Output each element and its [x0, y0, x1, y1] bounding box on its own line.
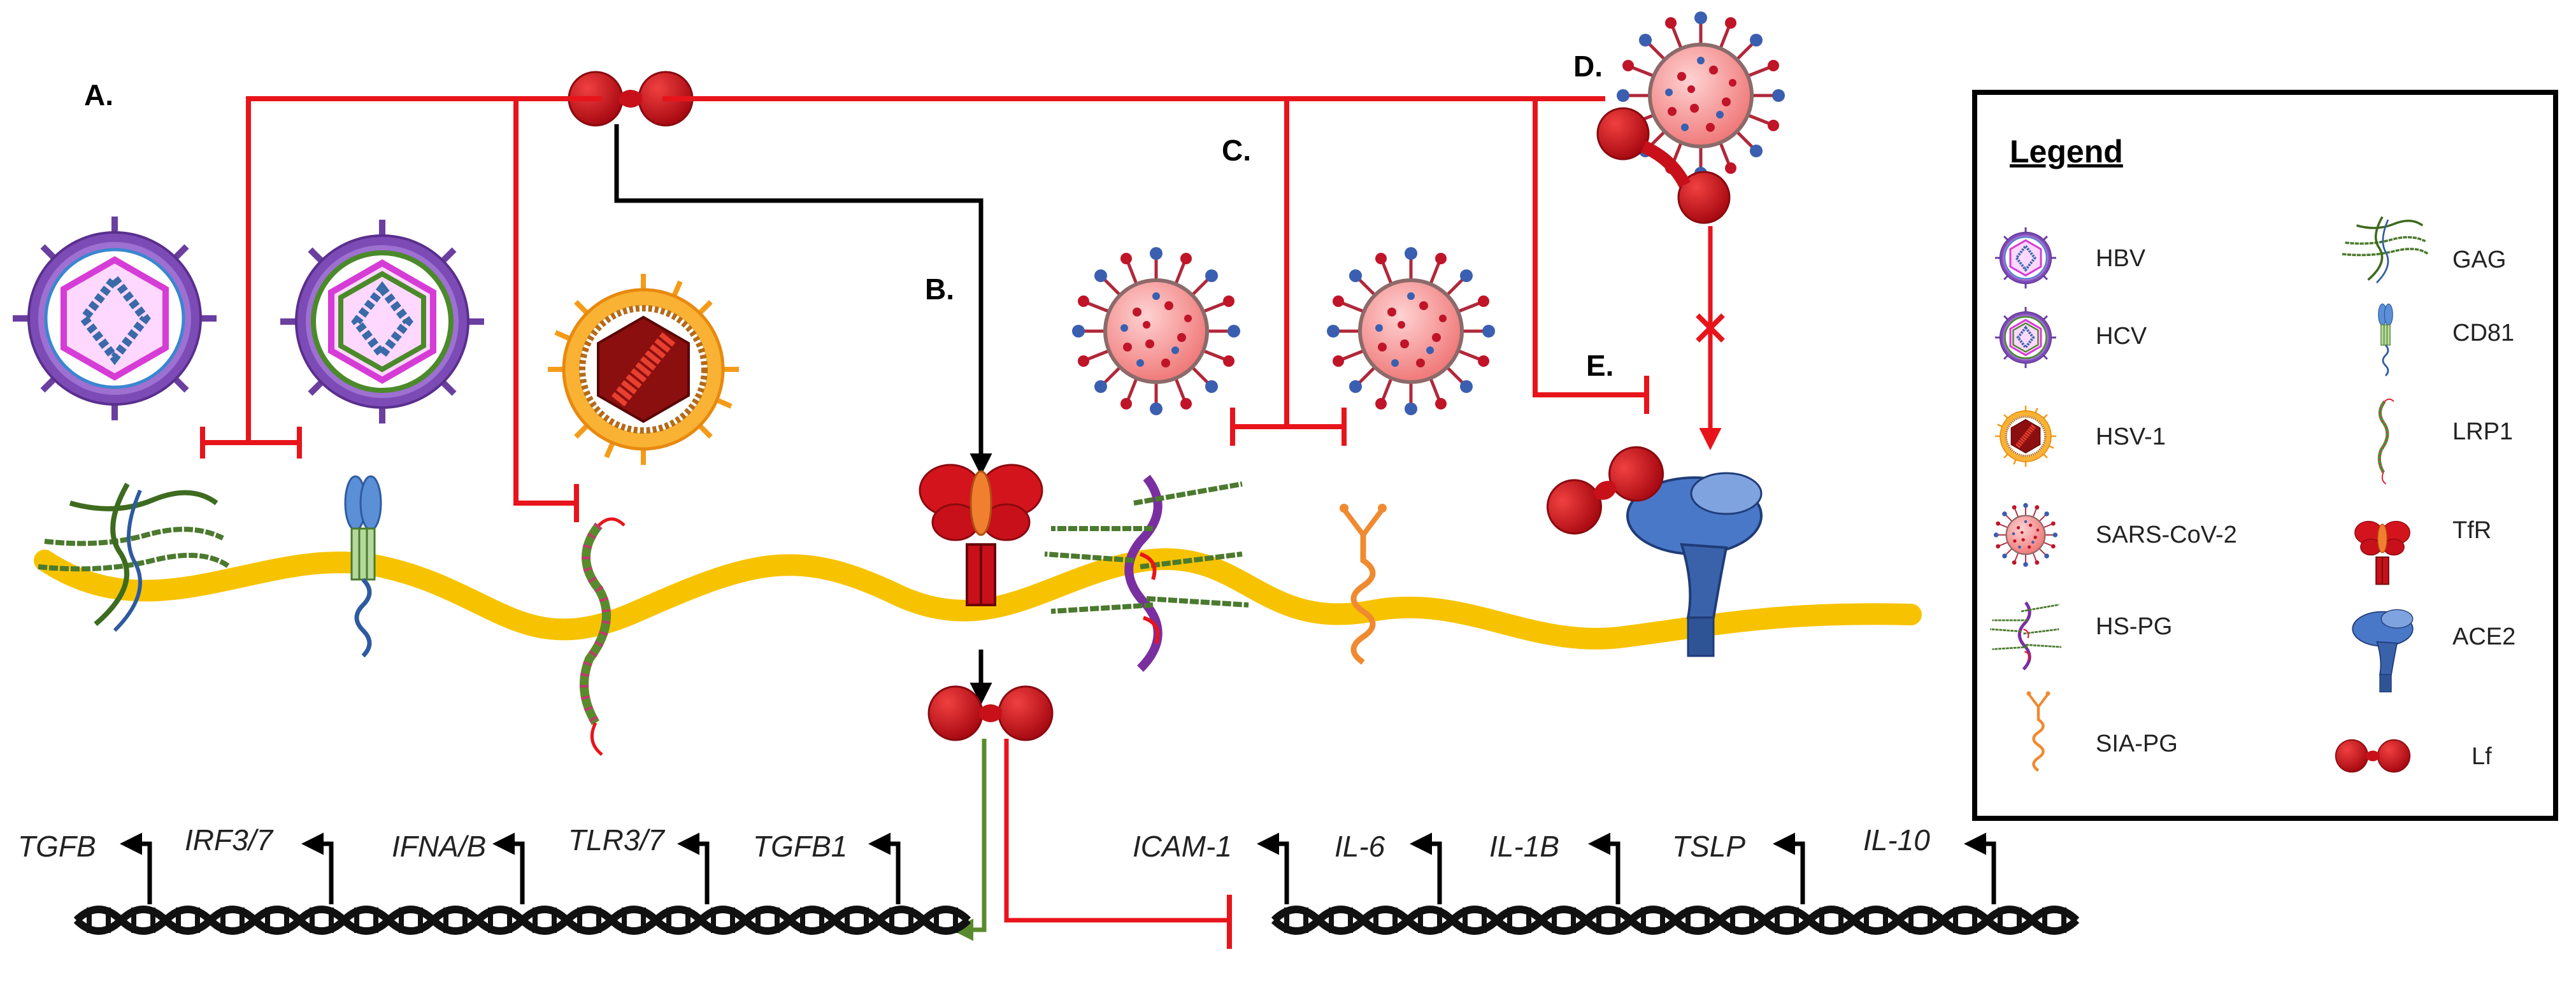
legend-label: HCV [2096, 323, 2147, 350]
sars-cov-2-icon [1327, 247, 1495, 415]
gene-label: TGFB1 [753, 830, 847, 863]
sia-pg-icon [1340, 504, 1387, 662]
sars-cov-2-icon [1617, 11, 1785, 180]
tfr-icon [919, 464, 1043, 606]
gene-label: IL-6 [1335, 830, 1385, 863]
gene-label: ICAM-1 [1133, 830, 1232, 863]
legend-label: HS-PG [2096, 613, 2172, 640]
legend-hbv-icon [1995, 227, 2056, 288]
sars-cov-2-icon [1072, 247, 1240, 415]
legend-label: TfR [2452, 517, 2491, 544]
downregulation-line [1004, 739, 1229, 923]
legend-label: HBV [2096, 245, 2146, 272]
gene-label: IL-10 [1863, 823, 1930, 857]
legend-sars-cov-2-icon [1993, 502, 2059, 568]
dna-left [76, 907, 968, 933]
panel-label-e: E. [1586, 349, 1614, 382]
gene-label: TSLP [1672, 830, 1745, 863]
legend-hsv1-icon [1995, 406, 2056, 467]
gene-arrows-right [1257, 832, 1996, 904]
legend-label: CD81 [2452, 320, 2514, 346]
hsv1-icon [548, 274, 739, 465]
gene-arrows-left [120, 832, 901, 904]
legend-label: Lf [2472, 743, 2492, 770]
gene-label: TLR3/7 [568, 823, 665, 857]
gene-label: IRF3/7 [185, 823, 273, 857]
lf-intracellular [927, 685, 1054, 741]
hcv-icon [280, 220, 484, 423]
panel-label-d: D. [1573, 50, 1603, 83]
legend-title: Legend [2010, 134, 2123, 169]
hbv-icon [13, 217, 217, 420]
gag-icon [38, 484, 229, 630]
panel-label-b: B. [925, 273, 954, 306]
legend-label: LRP1 [2452, 418, 2513, 445]
gene-label: IL-1B [1489, 830, 1559, 863]
legend-label: SARS-CoV-2 [2096, 522, 2237, 548]
legend: Legend HBV HCV HSV-1 SARS-CoV-2 HS-PG SI… [1972, 90, 2558, 821]
panel-label-c: C. [1222, 134, 1251, 167]
legend-label: SIA-PG [2096, 730, 2178, 757]
legend-hcv-icon [1995, 307, 2056, 368]
gene-label: IFNA/B [392, 830, 486, 863]
dna-right [1274, 907, 2077, 933]
legend-label: HSV-1 [2096, 423, 2166, 450]
cell-membrane [34, 548, 1922, 650]
legend-label: ACE2 [2452, 623, 2515, 650]
legend-label: GAG [2452, 246, 2506, 273]
lf-to-tfr-arrow [614, 124, 992, 476]
panel-label-a: A. [84, 78, 113, 111]
upregulation-arrow [951, 739, 987, 941]
inhibition-lines [200, 96, 1649, 522]
lf-bound-virus [1596, 107, 1731, 224]
gene-label: TGFB [18, 830, 96, 863]
block-cross-icon [1696, 313, 1725, 343]
